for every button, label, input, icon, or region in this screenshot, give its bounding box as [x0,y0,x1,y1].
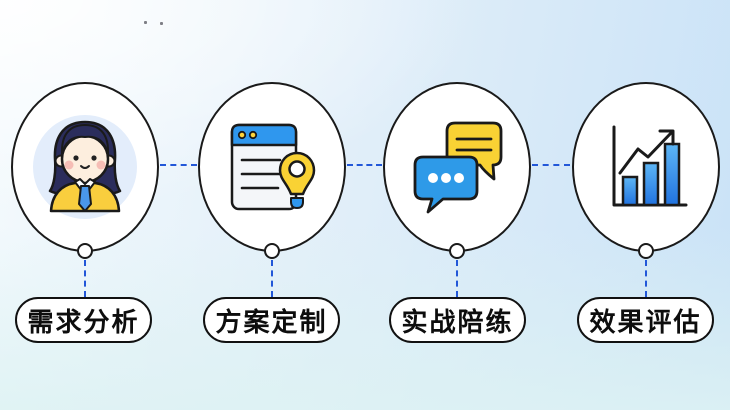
step-label-text: 效果评估 [589,306,702,337]
step-label-text: 需求分析 [27,306,140,337]
step-ellipse-evaluation [572,82,720,252]
chat-bubbles-icon [413,121,503,214]
artifact-dot [144,21,147,24]
step-node-dot [264,243,280,259]
step-ellipse-practice [383,82,531,252]
connector-dash-vertical [271,260,273,297]
connector-dash-vertical [645,260,647,297]
growth-bar-chart-icon [612,125,688,207]
step-node-dot [77,243,93,259]
step-ellipse-requirements [11,82,159,252]
artifact-dot [160,22,163,25]
step-label-solution: 方案定制 [203,297,340,343]
step-node-dot [449,243,465,259]
connector-dash-horizontal [347,164,382,166]
step-label-text: 实战陪练 [401,306,514,337]
document-location-pin-icon [230,123,316,211]
step-label-text: 方案定制 [215,306,328,337]
consultant-avatar-icon [33,115,137,219]
step-node-dot [638,243,654,259]
connector-dash-horizontal [532,164,570,166]
step-ellipse-solution [198,82,346,252]
connector-dash-vertical [84,260,86,297]
step-label-requirements: 需求分析 [15,297,152,343]
step-label-evaluation: 效果评估 [577,297,714,343]
step-label-practice: 实战陪练 [389,297,526,343]
connector-dash-horizontal [160,164,197,166]
connector-dash-vertical [456,260,458,297]
